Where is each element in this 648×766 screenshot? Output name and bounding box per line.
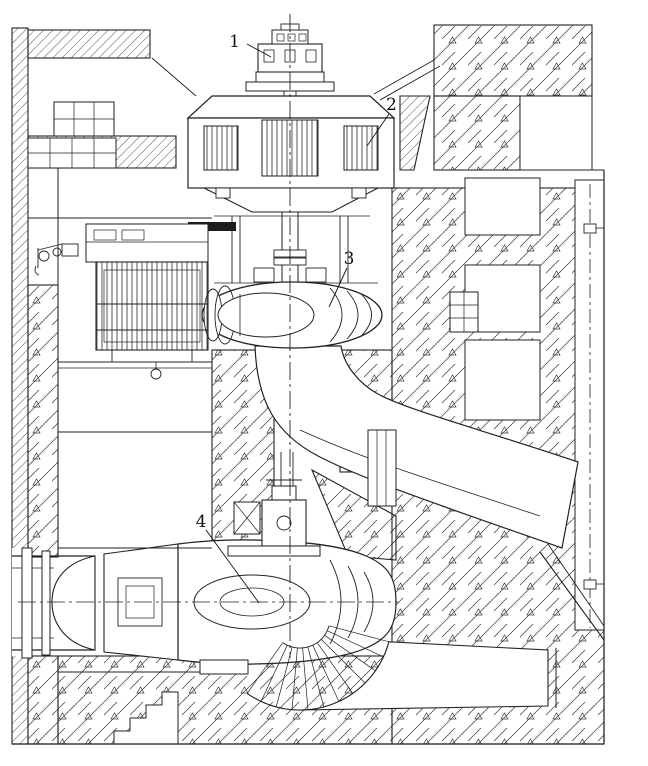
stator-core-left bbox=[203, 125, 239, 171]
callout-1: 1 bbox=[229, 32, 240, 52]
nose-cone bbox=[51, 555, 96, 651]
draft-tube-gate-slot bbox=[367, 429, 397, 507]
downstream-wall bbox=[12, 169, 605, 745]
galleries-and-rooms bbox=[12, 95, 605, 745]
lower-valve-stack bbox=[227, 452, 321, 557]
spiral-case bbox=[201, 281, 383, 349]
top-right-mass bbox=[433, 24, 593, 97]
top-left-beam bbox=[27, 29, 151, 59]
casing-foundation bbox=[199, 659, 249, 675]
callout-4-leader bbox=[205, 529, 260, 604]
callout-3: 3 bbox=[344, 249, 355, 269]
wall-anchor bbox=[583, 579, 597, 590]
callout-2: 2 bbox=[386, 95, 397, 115]
left-auxiliary-equipment bbox=[28, 168, 236, 549]
davit-arm bbox=[34, 243, 79, 276]
upper-bracket bbox=[186, 95, 396, 119]
callout-2-leader bbox=[366, 113, 390, 147]
generator-stator bbox=[343, 125, 379, 171]
elbow-segment-lines bbox=[246, 625, 389, 710]
wall-anchor bbox=[583, 223, 597, 234]
louver-grids bbox=[27, 101, 117, 169]
callout-4: 4 bbox=[196, 512, 207, 532]
upper-draft-tube bbox=[254, 345, 579, 549]
louver-grid-upper bbox=[53, 101, 115, 137]
left-band-wall bbox=[27, 284, 59, 558]
lower-draft-tube bbox=[246, 625, 557, 711]
centerlines bbox=[18, 14, 398, 658]
upper-right-room bbox=[519, 95, 593, 171]
gallery-room-1 bbox=[464, 177, 541, 236]
lower-intake-pipe bbox=[12, 547, 95, 659]
downstream-wall-face bbox=[574, 179, 605, 631]
air-cooler-cabinet bbox=[95, 261, 209, 351]
stair-steps bbox=[113, 691, 179, 745]
gallery-room-3 bbox=[464, 339, 541, 421]
small-grid-panel bbox=[449, 291, 479, 333]
louver-grid-lower bbox=[27, 137, 117, 169]
callout-1-leader bbox=[246, 43, 272, 58]
callout-3-leader bbox=[328, 267, 348, 308]
callouts: 1 2 3 4 bbox=[196, 32, 397, 604]
lower-bracket bbox=[203, 187, 379, 213]
generator-unit bbox=[151, 57, 441, 292]
